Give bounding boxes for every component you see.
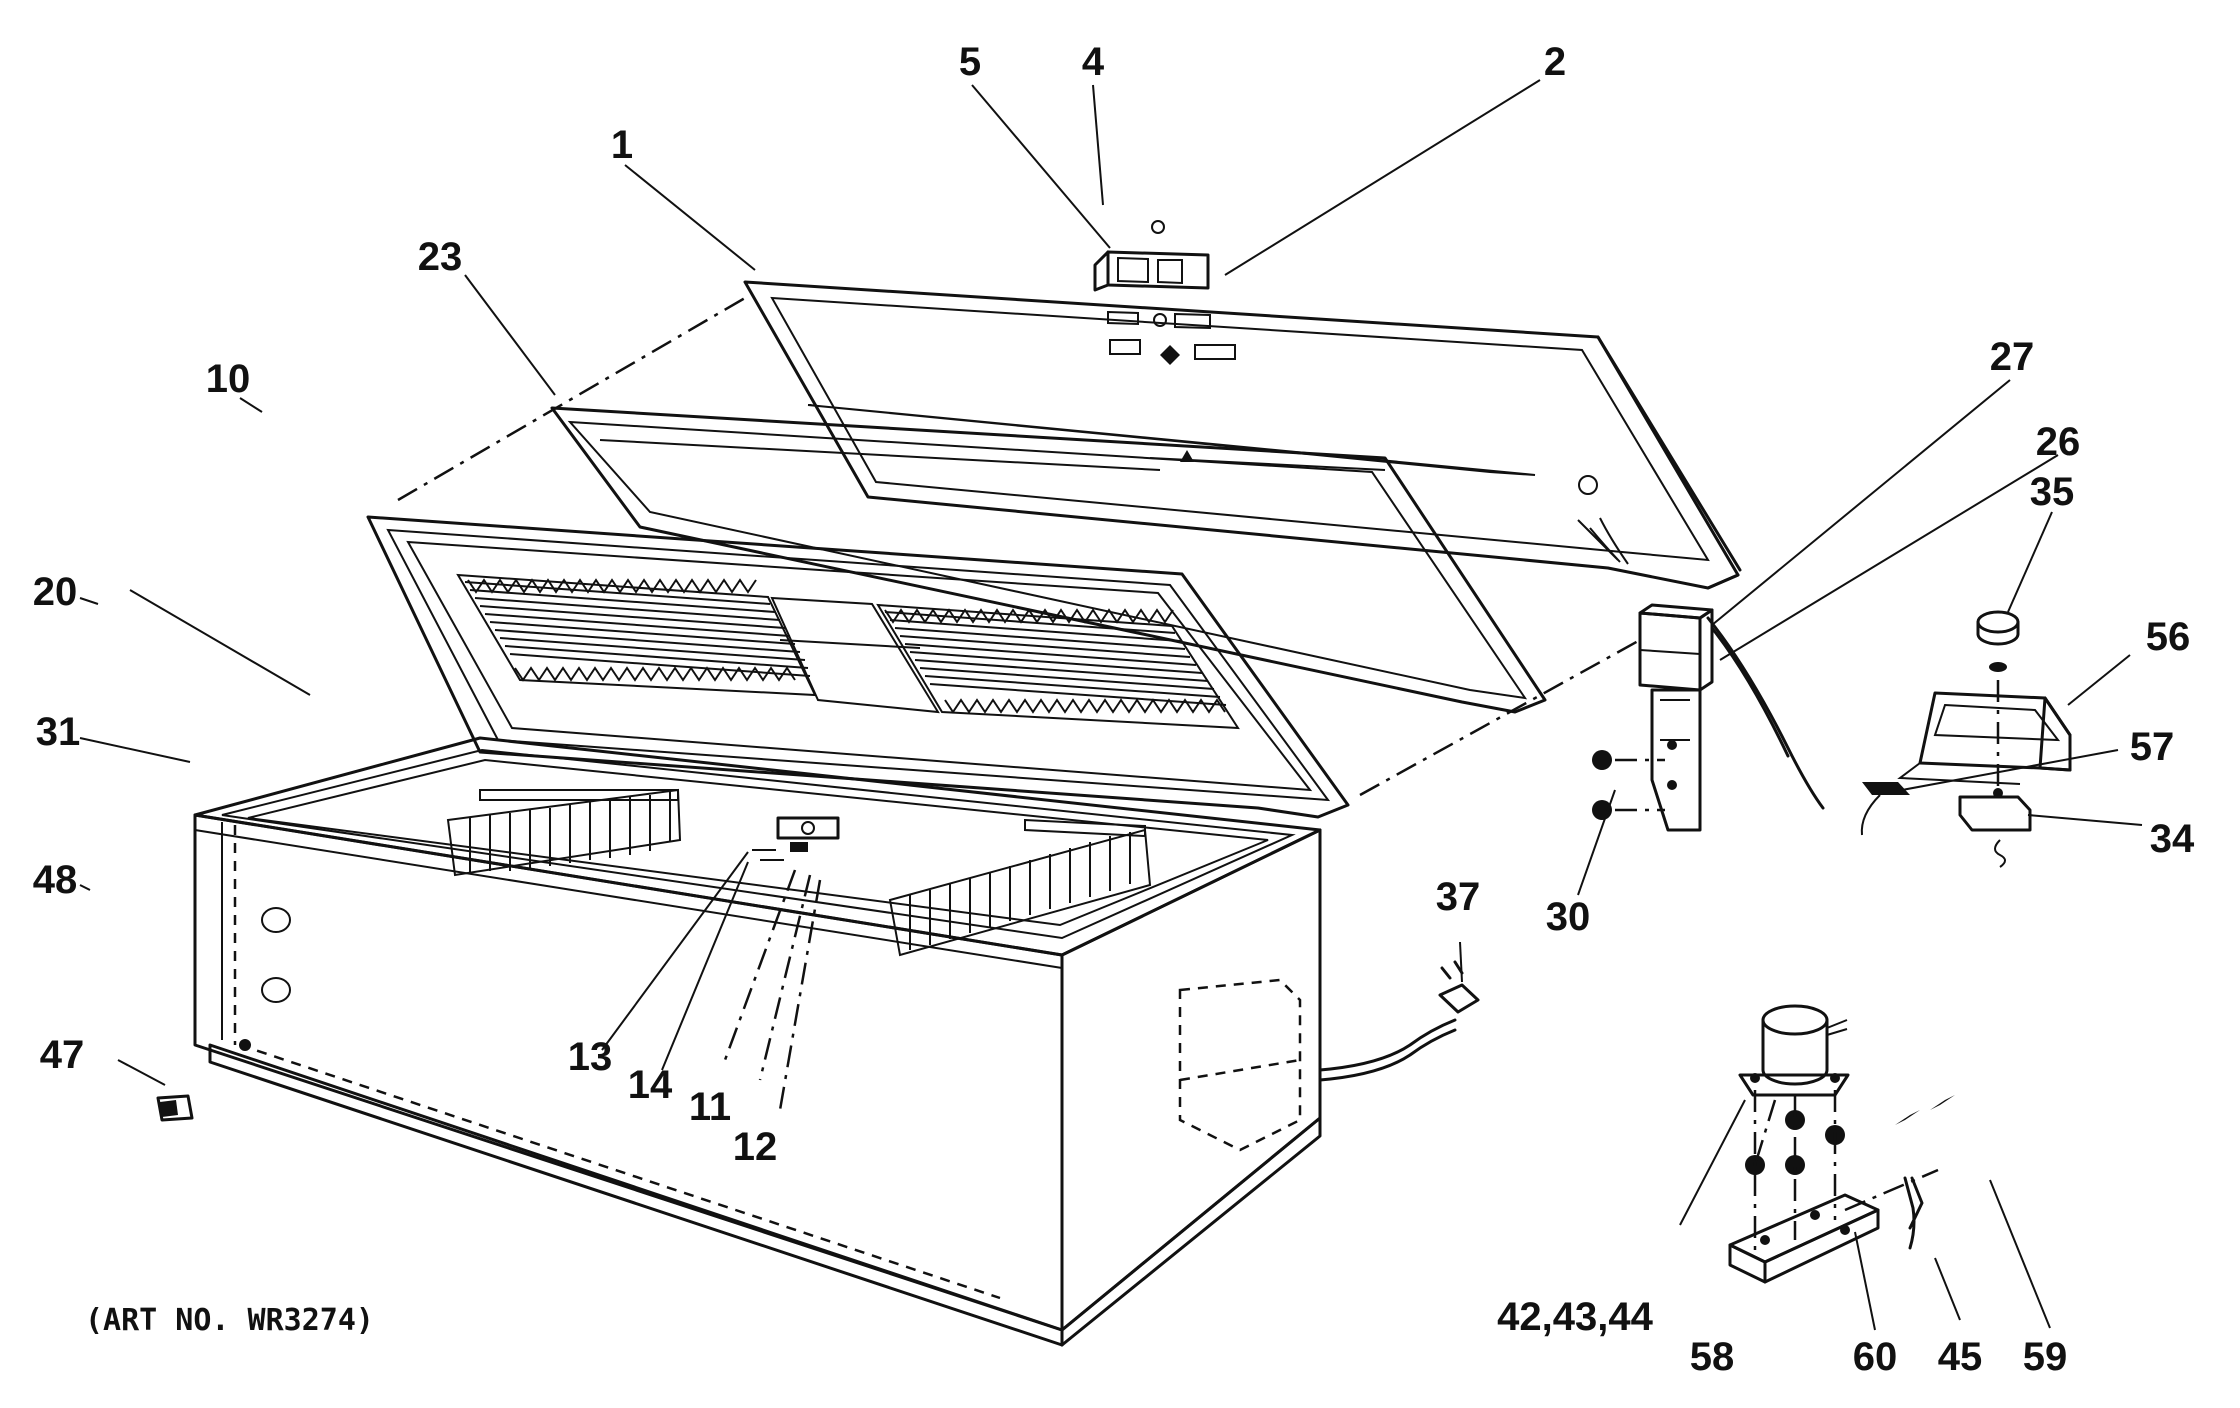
callout-13: 13 [568,1035,613,1079]
callout-14: 14 [628,1063,673,1107]
callout-31: 31 [36,710,81,754]
callout-56: 56 [2146,615,2191,659]
grille-right [876,603,1240,730]
callout-58: 58 [1690,1335,1735,1379]
callout-1: 1 [611,123,633,167]
callout-26: 26 [2036,420,2081,464]
power-cord [1318,960,1480,1082]
callout-20: 20 [33,570,78,614]
callout-45: 45 [1938,1335,1983,1379]
lid-latch-assembly [1093,220,1211,330]
thermostat-assembly [752,816,840,861]
basket-left [446,788,682,877]
callout-48: 48 [33,858,78,902]
part-47-clip [156,1094,194,1122]
callout-5: 5 [959,40,981,84]
leader-lines [79,79,2143,1331]
callout-4: 4 [1082,40,1105,84]
callout-23: 23 [418,235,463,279]
callout-37: 37 [1436,875,1481,919]
main-lid-with-grille [366,515,1350,819]
inner-lid-liner [550,406,1547,714]
freezer-cabinet [193,736,1322,1347]
light-assembly [1860,610,2072,868]
basket-right [888,818,1152,957]
callout-27: 27 [1990,335,2035,379]
callout-47: 47 [40,1033,85,1077]
outer-lid [743,280,1742,590]
callout-60: 60 [1853,1335,1898,1379]
art-number: (ART NO. WR3274) [85,1303,374,1338]
callout-11: 11 [689,1085,731,1129]
compressor-assembly [1728,1004,1955,1284]
callout-42-43-44: 42,43,44 [1497,1295,1653,1339]
callout-12: 12 [733,1125,778,1169]
callout-57: 57 [2130,725,2175,769]
grille-left [456,573,817,697]
callout-2: 2 [1544,40,1566,84]
callout-35: 35 [2030,470,2075,514]
callout-59: 59 [2023,1335,2068,1379]
hinge-assembly [1592,603,1825,832]
callout-labels: 1 2 4 5 10 11 12 13 14 20 23 26 27 30 31… [33,40,2195,1379]
callout-34: 34 [2150,817,2195,861]
callout-30: 30 [1546,895,1591,939]
callout-10: 10 [206,357,251,401]
